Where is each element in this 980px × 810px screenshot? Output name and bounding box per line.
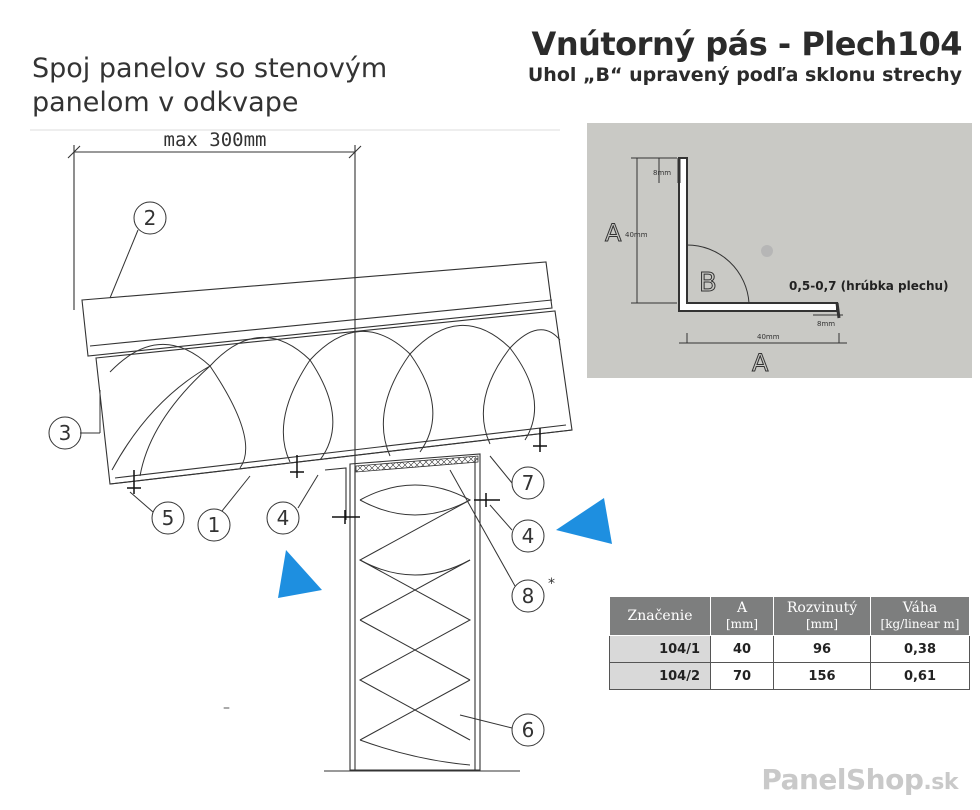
- table-row: 104/2 70 156 0,61: [609, 662, 970, 690]
- header-label: Rozvinutý: [786, 600, 858, 616]
- footnote-mark: *: [548, 576, 555, 592]
- header-label: Značenie: [627, 608, 693, 624]
- table-cell: 0,61: [870, 662, 970, 690]
- profile-label-a-left: A: [605, 219, 622, 247]
- callout-1: 1: [208, 513, 221, 537]
- header-unit: [mm]: [805, 617, 839, 631]
- table-header-cell: Značenie: [609, 596, 711, 636]
- profile-thickness: 0,5-0,7 (hrúbka plechu): [789, 279, 949, 293]
- callout-6: 6: [522, 718, 535, 742]
- table-header-cell: Váha[kg/linear m]: [870, 596, 970, 636]
- header-label: A: [736, 600, 748, 616]
- dash-mark: –: [223, 700, 230, 716]
- profile-label-b: B: [699, 268, 717, 298]
- table-cell: 70: [710, 662, 774, 690]
- profile-dim-bottom-hem: 8mm: [817, 320, 835, 328]
- callout-4-left: 4: [277, 506, 290, 530]
- profile-label-a-bottom: A: [752, 349, 769, 377]
- diagram-title-line1: Spoj panelov so stenovým: [32, 53, 388, 84]
- dimension-label: max 300mm: [164, 129, 267, 151]
- header-unit: [mm]: [725, 617, 759, 631]
- blue-arrow-right-icon: [556, 498, 612, 544]
- product-subtitle: Uhol „B“ upravený podľa sklonu strechy: [527, 64, 962, 86]
- blue-arrow-left-icon: [278, 550, 322, 598]
- table-header-row: Značenie A[mm] Rozvinutý[mm] Váha[kg/lin…: [609, 596, 970, 636]
- callout-8: 8: [522, 584, 535, 608]
- profile-detail: A 40mm 8mm B 0,5-0,7 (hrúbka plechu) 8mm…: [587, 123, 972, 378]
- profile-drawing: A 40mm 8mm B 0,5-0,7 (hrúbka plechu) 8mm…: [605, 157, 949, 378]
- profile-dim-top-hem: 8mm: [653, 169, 671, 177]
- brand-tld: .sk: [923, 770, 958, 795]
- spec-table: Značenie A[mm] Rozvinutý[mm] Váha[kg/lin…: [609, 596, 970, 690]
- product-title: Vnútorný pás - Plech104 Uhol „B“ upraven…: [527, 25, 963, 88]
- callout-4-right: 4: [522, 524, 535, 548]
- table-row: 104/1 40 96 0,38: [609, 635, 970, 663]
- profile-dim-bottom: 40mm: [757, 333, 780, 341]
- table-cell: 40: [710, 635, 774, 663]
- product-name: Vnútorný pás - Plech104: [531, 25, 963, 63]
- header-unit: [kg/linear m]: [880, 617, 960, 631]
- brand-name: PanelShop: [761, 763, 924, 796]
- table-cell: 156: [773, 662, 871, 690]
- table-header-cell: A[mm]: [710, 596, 774, 636]
- table-cell: 104/1: [609, 635, 711, 663]
- table-cell: 0,38: [870, 635, 970, 663]
- callout-7: 7: [522, 471, 535, 495]
- header-label: Váha: [902, 600, 938, 616]
- table-header-cell: Rozvinutý[mm]: [773, 596, 871, 636]
- table-cell: 104/2: [609, 662, 711, 690]
- table-cell: 96: [773, 635, 871, 663]
- brand-logo: PanelShop.sk: [761, 763, 958, 796]
- diagram-title: Spoj panelov so stenovým panelom v odkva…: [32, 52, 452, 120]
- callout-5: 5: [162, 506, 175, 530]
- callout-2: 2: [144, 206, 157, 230]
- profile-dim-left: 40mm: [625, 231, 648, 239]
- diagram-title-line2: panelom v odkvape: [32, 87, 299, 118]
- callout-3: 3: [59, 421, 72, 445]
